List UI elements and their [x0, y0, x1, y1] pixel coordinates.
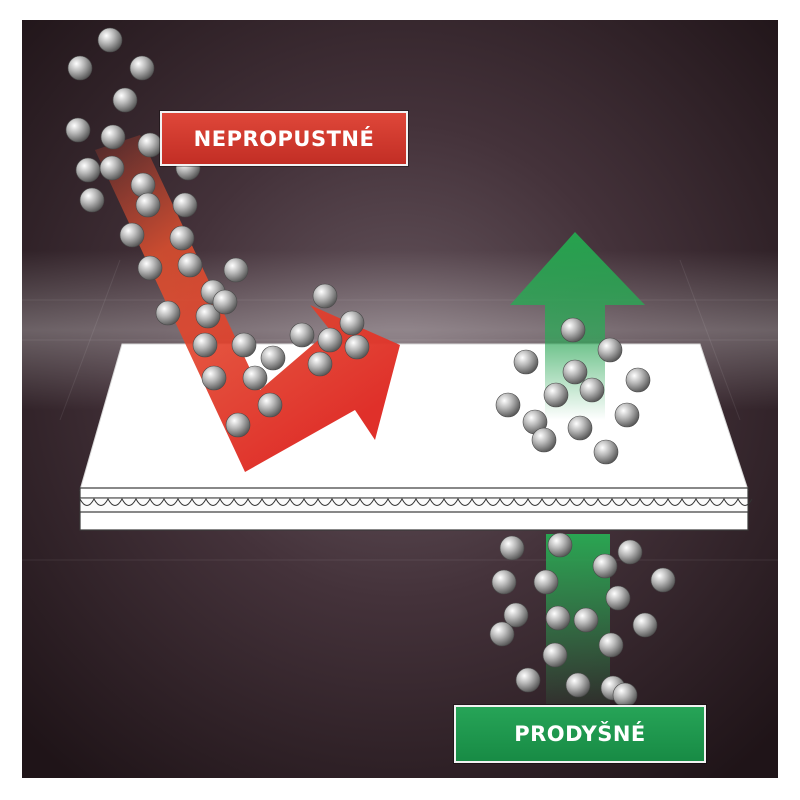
vapor-particle	[495, 392, 521, 418]
vapor-particle	[491, 569, 517, 595]
vapor-particle	[499, 535, 525, 561]
membrane-edge-bottom-layer	[79, 511, 749, 531]
vapor-particle	[598, 632, 624, 658]
vapor-particle	[617, 539, 643, 565]
vapor-particle	[112, 87, 138, 113]
vapor-particle	[567, 415, 593, 441]
vapor-particle	[632, 612, 658, 638]
membrane-zigzag-layer	[79, 497, 753, 506]
vapor-particle	[650, 567, 676, 593]
vapor-particle	[489, 621, 515, 647]
impermeable-label-bg	[160, 111, 408, 166]
vapor-particle	[135, 192, 161, 218]
vapor-particle	[513, 349, 539, 375]
vapor-particle	[533, 569, 559, 595]
vapor-particle	[225, 412, 251, 438]
vapor-particle	[307, 351, 333, 377]
background-grid-lines	[22, 259, 778, 561]
vapor-particle	[612, 682, 638, 708]
vapor-particle	[503, 602, 529, 628]
vapor-particle	[579, 377, 605, 403]
vapor-particle	[317, 327, 343, 353]
vapor-particle	[172, 192, 198, 218]
membrane-edge-top-layer	[79, 487, 749, 499]
vapor-particle	[542, 642, 568, 668]
vapor-particle	[177, 252, 203, 278]
vapor-particle	[597, 337, 623, 363]
vapor-particle	[614, 402, 640, 428]
impermeable-arrow	[95, 135, 400, 472]
impermeable-label: NEPROPUSTNÉ	[160, 111, 408, 166]
vapor-particle	[100, 124, 126, 150]
vapor-particle	[137, 132, 163, 158]
vapor-particle	[212, 289, 238, 315]
vapor-particle	[169, 225, 195, 251]
vapor-particle	[129, 55, 155, 81]
vapor-particle	[67, 55, 93, 81]
vapor-particle	[192, 332, 218, 358]
vapor-particle	[99, 155, 125, 181]
vapor-particle	[543, 382, 569, 408]
vapor-particle	[223, 257, 249, 283]
vapor-particle	[565, 672, 591, 698]
vapor-particle	[242, 365, 268, 391]
breathable-label-bg	[454, 705, 706, 763]
vapor-particle	[155, 300, 181, 326]
membrane-top-surface	[79, 343, 749, 491]
vapor-particle	[573, 607, 599, 633]
vapor-particle	[75, 157, 101, 183]
vapor-particle	[257, 392, 283, 418]
vapor-particle	[79, 187, 105, 213]
vapor-particle	[312, 283, 338, 309]
vapor-particles	[65, 27, 676, 708]
vapor-particle	[201, 365, 227, 391]
vapor-particle	[531, 427, 557, 453]
vapor-particle	[260, 345, 286, 371]
vapor-particle	[515, 667, 541, 693]
vapor-particle	[195, 303, 221, 329]
vapor-particle	[97, 27, 123, 53]
vapor-particle	[344, 334, 370, 360]
vapor-particle	[231, 332, 257, 358]
vapor-particle	[560, 317, 586, 343]
vapor-particle	[545, 605, 571, 631]
vapor-particle	[119, 222, 145, 248]
vapor-particle	[625, 367, 651, 393]
vapor-particle	[593, 439, 619, 465]
vapor-particle	[65, 117, 91, 143]
vapor-particle	[562, 359, 588, 385]
breathable-label: PRODYŠNÉ	[454, 705, 706, 763]
vapor-particle	[289, 322, 315, 348]
vapor-particle	[339, 310, 365, 336]
vapor-particle	[592, 553, 618, 579]
vapor-particle	[137, 255, 163, 281]
vapor-particle	[547, 532, 573, 558]
vapor-particle	[605, 585, 631, 611]
